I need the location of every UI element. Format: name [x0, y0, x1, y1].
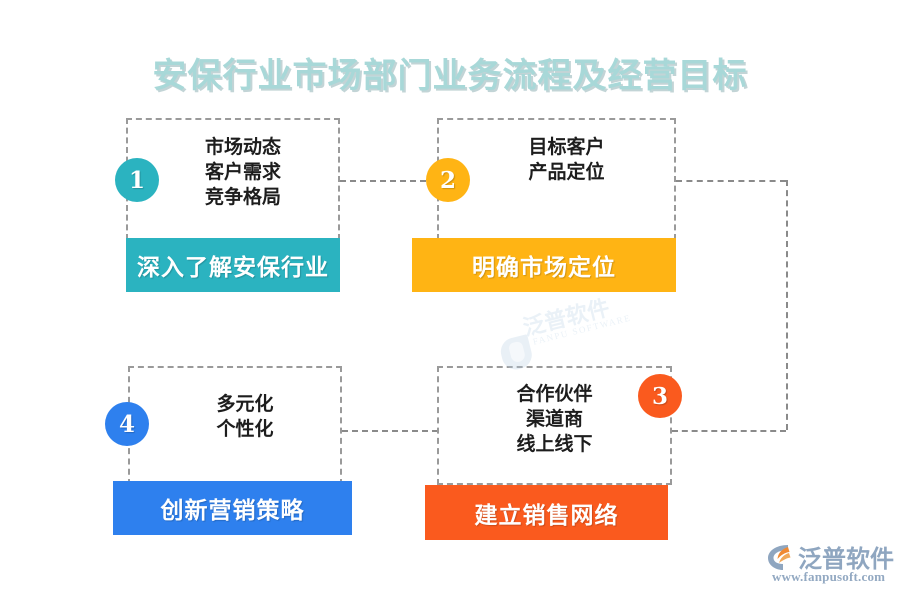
step-2-goal-bar[interactable]: 明确市场定位	[412, 238, 676, 292]
page-title: 安保行业市场部门业务流程及经营目标	[152, 56, 748, 96]
step-4-goal-bar[interactable]: 创新营销策略	[113, 481, 352, 535]
step-3-detail-item: 线上线下	[516, 433, 593, 455]
brand-logo-cn-text: 泛普软件	[798, 544, 894, 573]
fanpu-watermark: 泛普软件 FANPU SOFTWARE	[489, 281, 632, 378]
connector-step1-to-step2	[340, 180, 426, 182]
step-4-detail-item: 多元化	[216, 393, 274, 415]
connector-step4-to-step3	[342, 430, 438, 432]
step-4-goal-label: 创新营销策略	[160, 497, 305, 524]
step-1-detail-item: 竞争格局	[204, 186, 281, 208]
step-1-detail-item: 客户需求	[204, 161, 281, 183]
step-2-number: 2	[439, 166, 456, 194]
connector-step2-down-segment	[786, 180, 788, 430]
step-1-goal-label: 深入了解安保行业	[137, 254, 329, 281]
step-3-goal-label: 建立销售网络	[474, 501, 619, 529]
step-4-number-badge[interactable]: 4	[105, 402, 149, 446]
fanpu-logo-icon	[768, 545, 791, 570]
watermark-en-text: FANPU SOFTWARE	[531, 312, 633, 347]
step-3-detail-list: 合作伙伴 渠道商 线上线下	[447, 382, 662, 457]
step-1-detail-list: 市场动态 客户需求 竞争格局	[146, 135, 340, 210]
step-2-number-badge[interactable]: 2	[426, 158, 470, 202]
brand-logo-url-text: www.fanpusoft.com	[772, 569, 886, 584]
connector-step2-right-segment	[676, 180, 786, 182]
brand-logo: 泛普软件 www.fanpusoft.com	[766, 538, 894, 588]
step-3-detail-item: 合作伙伴	[516, 383, 593, 405]
watermark-cn-text: 泛普软件	[520, 294, 613, 342]
step-1-detail-item: 市场动态	[204, 136, 281, 158]
step-3-goal-bar[interactable]: 建立销售网络	[425, 485, 668, 540]
step-3-detail-box	[437, 366, 672, 485]
step-2-goal-label: 明确市场定位	[472, 254, 616, 281]
step-1-number: 1	[128, 166, 145, 194]
step-4-detail-list: 多元化 个性化	[148, 392, 342, 442]
step-2-detail-list: 目标客户 产品定位	[457, 135, 676, 185]
step-2-detail-item: 产品定位	[528, 161, 605, 183]
step-3-number-badge[interactable]: 3	[638, 374, 682, 418]
step-3-number: 3	[651, 382, 668, 410]
step-1-number-badge[interactable]: 1	[115, 158, 159, 202]
step-3-detail-item: 渠道商	[525, 408, 583, 430]
connector-step2-to-step3	[672, 430, 786, 432]
step-4-number: 4	[118, 410, 135, 438]
step-1-goal-bar[interactable]: 深入了解安保行业	[126, 238, 340, 292]
step-2-detail-item: 目标客户	[528, 136, 605, 158]
step-4-detail-item: 个性化	[216, 418, 274, 440]
